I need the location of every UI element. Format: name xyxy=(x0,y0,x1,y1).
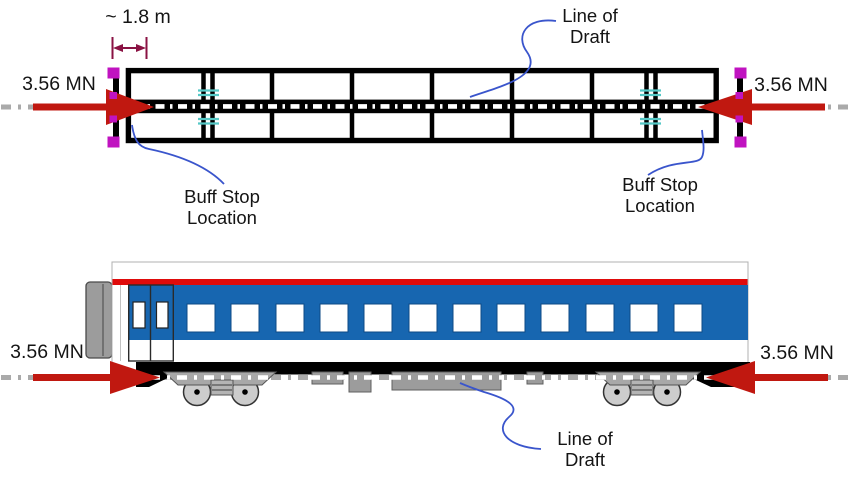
wheel-hub xyxy=(242,389,248,395)
car-window xyxy=(363,303,393,333)
buffer-stop-marker xyxy=(734,136,747,148)
end-diaphragm xyxy=(85,281,113,359)
dimension-label: ~ 1.8 m xyxy=(105,6,171,28)
car-window xyxy=(540,303,570,333)
car-window xyxy=(408,303,438,333)
force-arrow-top-left xyxy=(33,89,154,125)
leader-buff-stop-left xyxy=(131,124,225,185)
leader-line-of-draft-top xyxy=(469,19,557,98)
car-window xyxy=(275,303,305,333)
car-window xyxy=(629,303,659,333)
line-of-draft-label-top: Line of Draft xyxy=(562,5,618,48)
car-windows xyxy=(186,303,703,333)
bogie-springs xyxy=(210,379,234,396)
car-window xyxy=(186,303,216,333)
mid-buffer-stops xyxy=(109,92,743,123)
bogie-frame xyxy=(594,371,702,386)
car-window xyxy=(452,303,482,333)
dim-arrowhead-right-icon xyxy=(136,44,146,52)
car-window xyxy=(496,303,526,333)
underfloor-equipment xyxy=(311,371,544,393)
force-arrow-bottom-right xyxy=(706,361,828,394)
buffer-stop-marker xyxy=(734,67,747,79)
car-roof-stripe xyxy=(112,279,748,285)
top-view-underframe xyxy=(1,19,849,185)
force-label-top-right: 3.56 MN xyxy=(754,74,828,96)
car-window xyxy=(230,303,260,333)
car-door xyxy=(120,284,174,362)
buffer-stop-marker xyxy=(107,136,120,148)
door-window xyxy=(132,301,146,329)
bogie-right xyxy=(594,371,702,407)
wheel-hub xyxy=(194,389,200,395)
leader-line-of-draft-bottom xyxy=(459,382,542,450)
buffer-stop-marker xyxy=(107,67,120,79)
door-window xyxy=(155,301,169,329)
line-of-draft-label-bottom: Line of Draft xyxy=(557,428,613,471)
wheel-hub xyxy=(664,389,670,395)
buff-stop-label-right: Buff Stop Location xyxy=(622,174,698,217)
car-window xyxy=(319,303,349,333)
dim-arrowhead-left-icon xyxy=(113,44,123,52)
dimension-1-8m xyxy=(111,37,148,59)
force-label-bottom-right: 3.56 MN xyxy=(760,342,834,364)
force-label-bottom-left: 3.56 MN xyxy=(10,341,84,363)
force-label-top-left: 3.56 MN xyxy=(22,73,96,95)
bolster-spring-marks xyxy=(198,89,661,125)
side-view-car xyxy=(1,261,849,450)
force-arrow-top-right xyxy=(698,89,825,125)
bogie-springs xyxy=(630,379,654,396)
force-arrow-bottom-left xyxy=(33,361,160,394)
wheel-hub xyxy=(614,389,620,395)
car-window xyxy=(585,303,615,333)
car-window xyxy=(673,303,703,333)
leader-buff-stop-right xyxy=(647,129,705,176)
buff-stop-label-left: Buff Stop Location xyxy=(184,186,260,229)
